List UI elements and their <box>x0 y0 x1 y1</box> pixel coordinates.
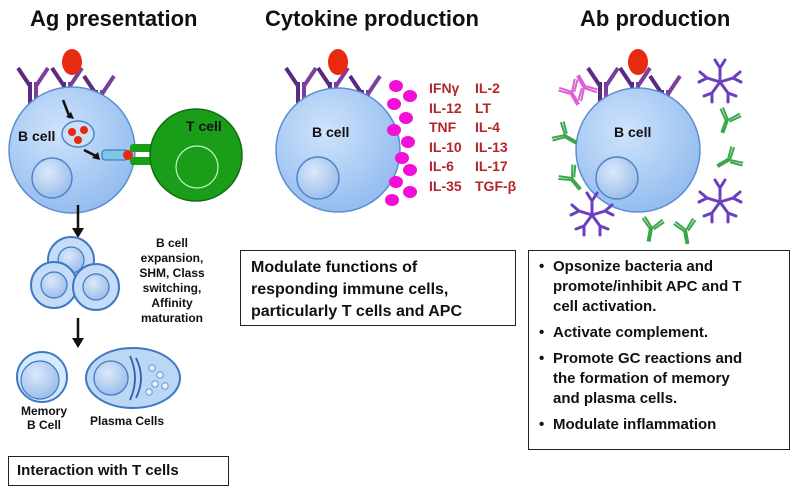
cytokine-list-left: IFNγ IL-12 TNF IL-10 IL-6 IL-35 <box>429 80 462 194</box>
b-cell-body <box>575 87 701 213</box>
igm-pentamer-icon <box>697 58 743 104</box>
antigen-icon <box>328 49 348 75</box>
t-cell-label: T cell <box>186 118 222 134</box>
ag-presentation-panel <box>8 49 243 409</box>
t-cell-nucleus <box>175 145 219 189</box>
ab-production-panel <box>549 49 746 247</box>
antigen-icon <box>62 49 82 75</box>
list-item: Activate complement. <box>537 323 781 343</box>
ab-functions-box: Opsonize bacteria and promote/inhibit AP… <box>528 250 790 450</box>
list-item: Opsonize bacteria and promote/inhibit AP… <box>537 257 781 317</box>
cytokine-list-right: IL-2 LT IL-4 IL-13 IL-17 TGF-β <box>475 80 517 194</box>
b-cell-body <box>275 87 401 213</box>
title-ab-production: Ab production <box>580 6 731 31</box>
plasma-cells-label: Plasma Cells <box>90 414 165 428</box>
b-cell-label: B cell <box>614 124 652 140</box>
arrow-down-icon <box>72 338 84 348</box>
cytokine-panel <box>275 49 417 213</box>
b-cell-label: B cell <box>18 128 56 144</box>
memory-b-cell-label: Memory B Cell <box>20 404 67 432</box>
list-item: Promote GC reactions and the formation o… <box>537 349 781 409</box>
antigen-icon <box>628 49 648 75</box>
b-cell-nucleus <box>31 157 73 199</box>
expansion-text: B cell expansion, SHM, Class switching, … <box>139 236 205 325</box>
list-item: Modulate inflammation <box>537 415 781 435</box>
modulate-box: Modulate functions of responding immune … <box>240 250 516 326</box>
interaction-box: Interaction with T cells <box>8 456 229 486</box>
title-ag-presentation: Ag presentation <box>30 6 198 31</box>
b-cell-label: B cell <box>312 124 350 140</box>
arrow-down-icon <box>72 228 84 238</box>
cytokine-dots <box>385 80 417 206</box>
ab-functions-list: Opsonize bacteria and promote/inhibit AP… <box>537 257 781 435</box>
title-cytokine-production: Cytokine production <box>265 6 479 31</box>
igm-pentamer-icon <box>697 178 743 224</box>
